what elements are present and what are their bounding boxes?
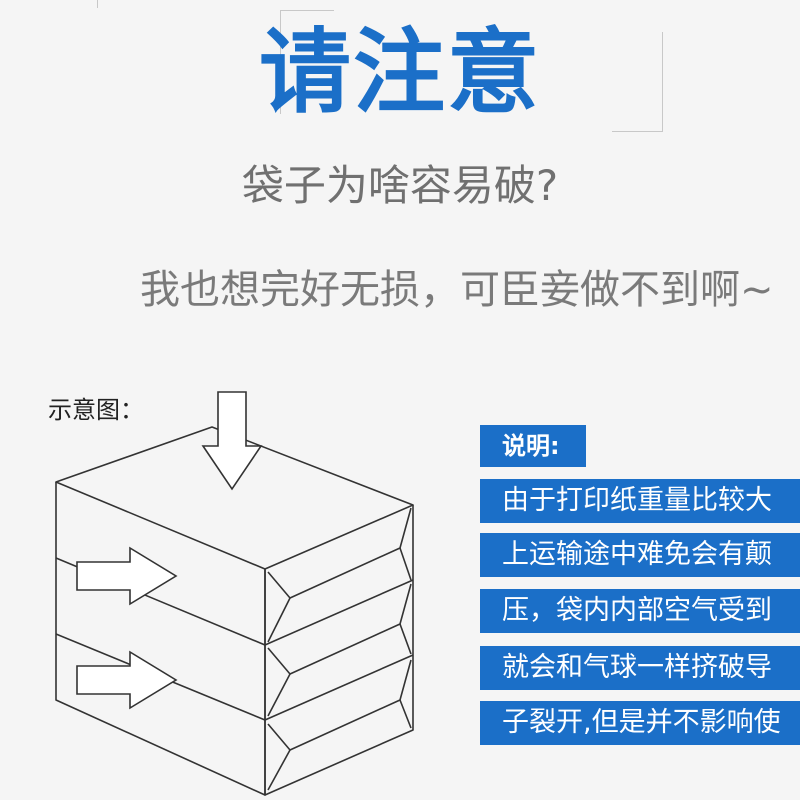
box-layer-line-3 bbox=[264, 579, 414, 646]
flap-fold-9 bbox=[399, 699, 412, 729]
diagram-label: 示意图： bbox=[48, 396, 144, 424]
note-line-3: 压，袋内内部空气受到 bbox=[480, 589, 800, 633]
note-line-4: 就会和气球一样挤破导 bbox=[480, 646, 800, 690]
title-frame-bottom bbox=[612, 131, 663, 132]
flap-fold-2 bbox=[267, 597, 291, 643]
flap-fold-3 bbox=[399, 547, 412, 581]
note-line-2: 上运输途中难免会有颠 bbox=[480, 533, 800, 577]
title-frame-right bbox=[662, 32, 663, 132]
flap-fold-5 bbox=[267, 673, 291, 717]
arrow-right-icon bbox=[76, 650, 178, 710]
note-line-5: 子裂开,但是并不影响使 bbox=[480, 701, 800, 745]
arrow-down-icon bbox=[201, 391, 263, 491]
flap-fold-8 bbox=[267, 749, 291, 791]
box-left-face bbox=[55, 482, 266, 796]
note-line-1: 由于打印纸重量比较大 bbox=[480, 479, 800, 523]
tagline: 我也想完好无损，可臣妾做不到啊~ bbox=[140, 267, 774, 313]
flap-fold-7 bbox=[267, 659, 412, 751]
box-layer-line-4 bbox=[264, 654, 414, 721]
notes-heading: 说明: bbox=[480, 425, 586, 467]
box-right-face bbox=[264, 505, 414, 796]
flap-fold-4 bbox=[267, 583, 412, 675]
title-frame-left bbox=[280, 10, 281, 114]
page-subtitle: 袋子为啥容易破? bbox=[241, 161, 559, 210]
arrow-right-icon bbox=[76, 546, 178, 606]
title-frame-top bbox=[280, 10, 334, 11]
top-edge-tick bbox=[97, 0, 98, 8]
page-title: 请注意 bbox=[258, 19, 541, 126]
flap-fold-6 bbox=[399, 623, 412, 655]
flap-fold-1 bbox=[267, 507, 412, 599]
